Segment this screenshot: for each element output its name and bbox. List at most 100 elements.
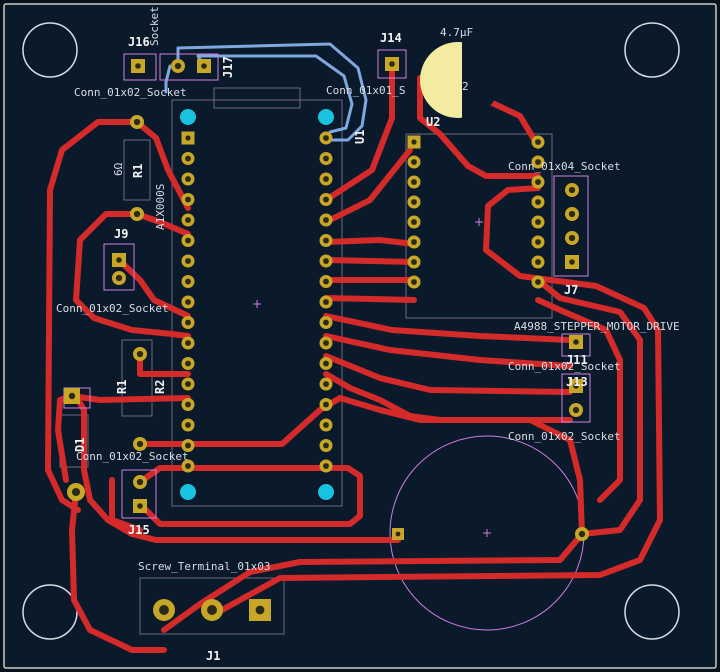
j11-pad-square-hole <box>573 339 579 345</box>
u1-mount-via[interactable] <box>318 109 334 125</box>
screw-terminal-value[interactable]: Screw_Terminal_01x03 <box>138 560 270 573</box>
u1-pin-hole <box>185 299 191 305</box>
u1-pin-hole <box>185 422 191 428</box>
u1-pin-hole <box>323 237 329 244</box>
front-trace[interactable] <box>337 395 585 537</box>
courtyard-box[interactable] <box>553 175 589 277</box>
u2-outline[interactable] <box>405 133 553 319</box>
courtyard-box[interactable] <box>123 53 157 81</box>
front-trace[interactable] <box>323 257 417 265</box>
j16-ref[interactable]: J16 <box>128 35 150 49</box>
u2-ref[interactable]: U2 <box>426 115 440 129</box>
j17-ref[interactable]: J17 <box>221 56 235 78</box>
conn-01x02-d-value[interactable]: Conn_01x02_Socket <box>508 430 621 443</box>
j11-ref[interactable]: J11 <box>566 353 588 367</box>
front-trace[interactable] <box>73 211 191 339</box>
u1-mount-via[interactable] <box>180 109 196 125</box>
front-trace[interactable] <box>134 211 191 237</box>
front-trace[interactable] <box>69 489 167 653</box>
j16-pad-hole <box>135 63 141 69</box>
courtyard-box[interactable] <box>561 373 591 423</box>
front-trace[interactable] <box>323 353 573 395</box>
front-trace[interactable] <box>45 119 140 513</box>
mounting-hole-bottom-right[interactable] <box>624 584 680 640</box>
j16-value[interactable]: Socket <box>148 6 161 46</box>
u1-pin-hole <box>185 401 191 408</box>
conn-01x02-e-value[interactable]: Conn_01x02_Socket <box>76 450 189 463</box>
j1-ref[interactable]: J1 <box>206 649 220 663</box>
front-trace[interactable] <box>69 393 191 403</box>
u1-mount-via[interactable] <box>180 484 196 500</box>
front-trace[interactable] <box>323 333 573 369</box>
capacitor-value[interactable]: 4.7µF <box>440 26 473 39</box>
front-trace[interactable] <box>417 75 541 179</box>
front-trace[interactable] <box>73 393 401 543</box>
mounting-hole-top-left[interactable] <box>22 22 78 78</box>
u1-pin-hole <box>185 237 191 244</box>
r1-body[interactable] <box>123 139 151 201</box>
r2-pad-bottom-hole <box>136 440 144 448</box>
capacitor-ref[interactable]: 2 <box>462 80 469 93</box>
anchor-markers <box>253 218 491 537</box>
u1-ref[interactable]: U1 <box>353 130 367 144</box>
j1-pin-2-hole <box>207 605 217 615</box>
r2-body[interactable] <box>121 339 153 417</box>
courtyard-box[interactable] <box>159 53 219 81</box>
a4988-value[interactable]: A4988_STEPPER_MOTOR_DRIVE <box>514 320 680 333</box>
footprint-courtyards <box>63 49 591 519</box>
mounting-hole-top-right[interactable] <box>624 22 680 78</box>
conn-01x02-c-value[interactable]: Conn_01x02_Socket <box>508 360 621 373</box>
courtyard-box[interactable] <box>377 49 407 79</box>
front-trace[interactable] <box>535 297 623 503</box>
board-outline <box>3 3 717 669</box>
j14-value[interactable]: Conn_01x01_S <box>326 84 405 97</box>
courtyard-box[interactable] <box>103 243 135 291</box>
mounting-hole-bottom-left[interactable] <box>22 584 78 640</box>
j7-ref[interactable]: J7 <box>564 283 578 297</box>
conn-01x02-a-value[interactable]: Conn_01x02_Socket <box>74 86 187 99</box>
u1-mount-via[interactable] <box>318 484 334 500</box>
front-trace[interactable] <box>323 295 417 303</box>
u1-notch[interactable] <box>213 87 301 109</box>
j1-outline[interactable] <box>139 577 285 635</box>
u1-pin-hole <box>185 258 191 264</box>
u2-pin-hole <box>535 219 541 225</box>
j9-ref[interactable]: J9 <box>114 227 128 241</box>
r1-value[interactable]: 6Ω <box>112 162 125 176</box>
front-trace[interactable] <box>134 119 191 211</box>
front-trace[interactable] <box>219 185 663 613</box>
front-trace[interactable] <box>109 477 143 533</box>
r2-ref-a[interactable]: R1 <box>115 380 129 394</box>
conn-01x04-value[interactable]: Conn_01x04_Socket <box>508 160 621 173</box>
capacitor-c2[interactable] <box>420 42 500 118</box>
j14-pad-hole <box>389 61 395 67</box>
r1-pad-top-hole <box>133 118 141 126</box>
courtyard-box[interactable] <box>561 333 591 357</box>
u1-pin-hole <box>323 340 329 346</box>
conn-01x02-b-value[interactable]: Conn_01x02_Socket <box>56 302 169 315</box>
j13-pin-hole <box>572 406 580 414</box>
j15-ref[interactable]: J15 <box>128 523 150 537</box>
d1-ref[interactable]: D1 <box>73 438 87 452</box>
front-trace[interactable] <box>323 147 413 225</box>
r1-ref[interactable]: R1 <box>131 164 145 178</box>
u1-pin-hole <box>323 217 329 223</box>
u2-pin-square-hole <box>411 139 417 145</box>
front-trace[interactable] <box>323 237 417 247</box>
front-trace[interactable] <box>323 313 573 343</box>
front-trace[interactable] <box>535 277 643 537</box>
motor-pad-round-hole <box>578 530 586 538</box>
r2-ref-b[interactable]: R2 <box>153 380 167 394</box>
courtyard-box[interactable] <box>121 469 157 519</box>
u1-outline[interactable] <box>171 99 343 507</box>
back-trace[interactable] <box>176 42 368 142</box>
j14-ref[interactable]: J14 <box>380 31 402 45</box>
back-trace[interactable] <box>196 54 354 134</box>
front-trace[interactable] <box>116 257 191 319</box>
front-trace[interactable] <box>323 61 395 203</box>
front-trace[interactable] <box>161 531 585 633</box>
r1-part[interactable]: A1X000S <box>154 184 167 230</box>
back-trace[interactable] <box>164 64 172 94</box>
j13-ref[interactable]: J13 <box>566 375 588 389</box>
